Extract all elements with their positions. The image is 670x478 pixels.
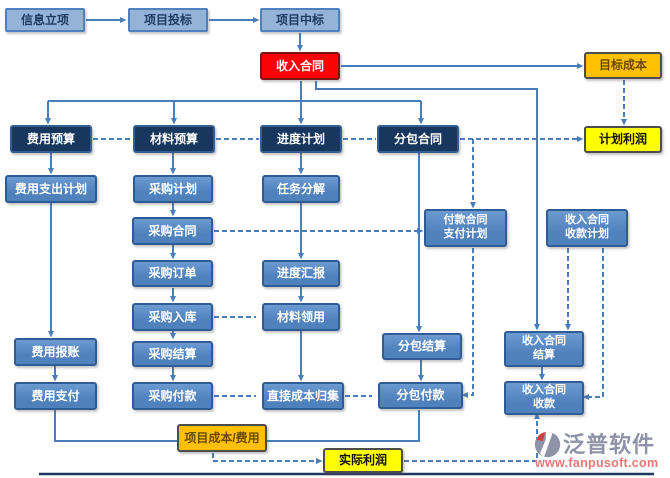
node-pay-contract-plan: 付款合同 支付计划: [424, 209, 507, 247]
node-income-collect: 收入合同 收款: [504, 381, 584, 415]
node-purchase-order: 采购订单: [132, 260, 213, 287]
node-purchase-settle: 采购结算: [132, 341, 213, 367]
node-project-bid: 项目投标: [128, 8, 208, 32]
dash-paycontractplan-to-subpayment: [461, 248, 474, 398]
node-material-use: 材料领用: [262, 303, 340, 331]
node-purchase-payment: 采购付款: [132, 382, 213, 410]
node-purchase-inbound: 采购入库: [132, 303, 213, 331]
node-income-contract: 收入合同: [260, 52, 340, 80]
dash-collectplan-to-inccollect: [582, 248, 604, 400]
line-income-trunk: [48, 81, 421, 102]
fanpu-logo-icon: [534, 431, 561, 458]
fanpu-logo: 泛普软件 www.fanpusoft.com: [534, 431, 668, 473]
node-subcontract-payment: 分包付款: [378, 382, 463, 409]
fanpu-logo-text: 泛普软件: [563, 431, 656, 457]
node-task-breakdown: 任务分解: [262, 175, 340, 203]
node-expense-payment: 费用支付: [14, 382, 97, 410]
node-project-win: 项目中标: [260, 8, 340, 32]
node-project-cost: 项目成本/费用: [177, 424, 267, 452]
node-material-budget: 材料预算: [133, 125, 215, 153]
node-direct-cost: 直接成本归集: [262, 382, 344, 410]
line-exppayment-to-projectcost: [54, 410, 177, 442]
node-schedule-plan: 进度计划: [260, 125, 342, 153]
node-info-project: 信息立项: [5, 8, 85, 32]
node-actual-profit: 实际利润: [323, 448, 403, 473]
node-planned-profit: 计划利润: [584, 126, 662, 153]
node-subcontract-settle: 分包结算: [382, 333, 462, 360]
node-income-collect-plan: 收入合同 收款计划: [546, 209, 628, 247]
node-income-settle: 收入合同 结算: [504, 331, 584, 367]
node-purchase-contract: 采购合同: [132, 217, 213, 245]
dash-projectcost-to-actualprofit: [212, 453, 323, 464]
node-purchase-plan: 采购计划: [133, 175, 213, 203]
dash-actualprofit-to-inccollect: [404, 412, 540, 462]
line-projectcost-to-subpayment: [267, 410, 420, 442]
node-progress-report: 进度汇报: [262, 260, 340, 287]
fanpu-logo-url: www.fanpusoft.com: [535, 456, 659, 470]
node-target-cost: 目标成本: [584, 52, 662, 79]
node-expense-reimburse: 费用报账: [14, 338, 97, 366]
node-subcontract: 分包合同: [377, 125, 459, 153]
node-expense-budget: 费用预算: [10, 125, 92, 153]
node-expense-pay-plan: 费用支出计划: [5, 175, 97, 203]
arrow-income-to-income-settle: [315, 81, 540, 331]
